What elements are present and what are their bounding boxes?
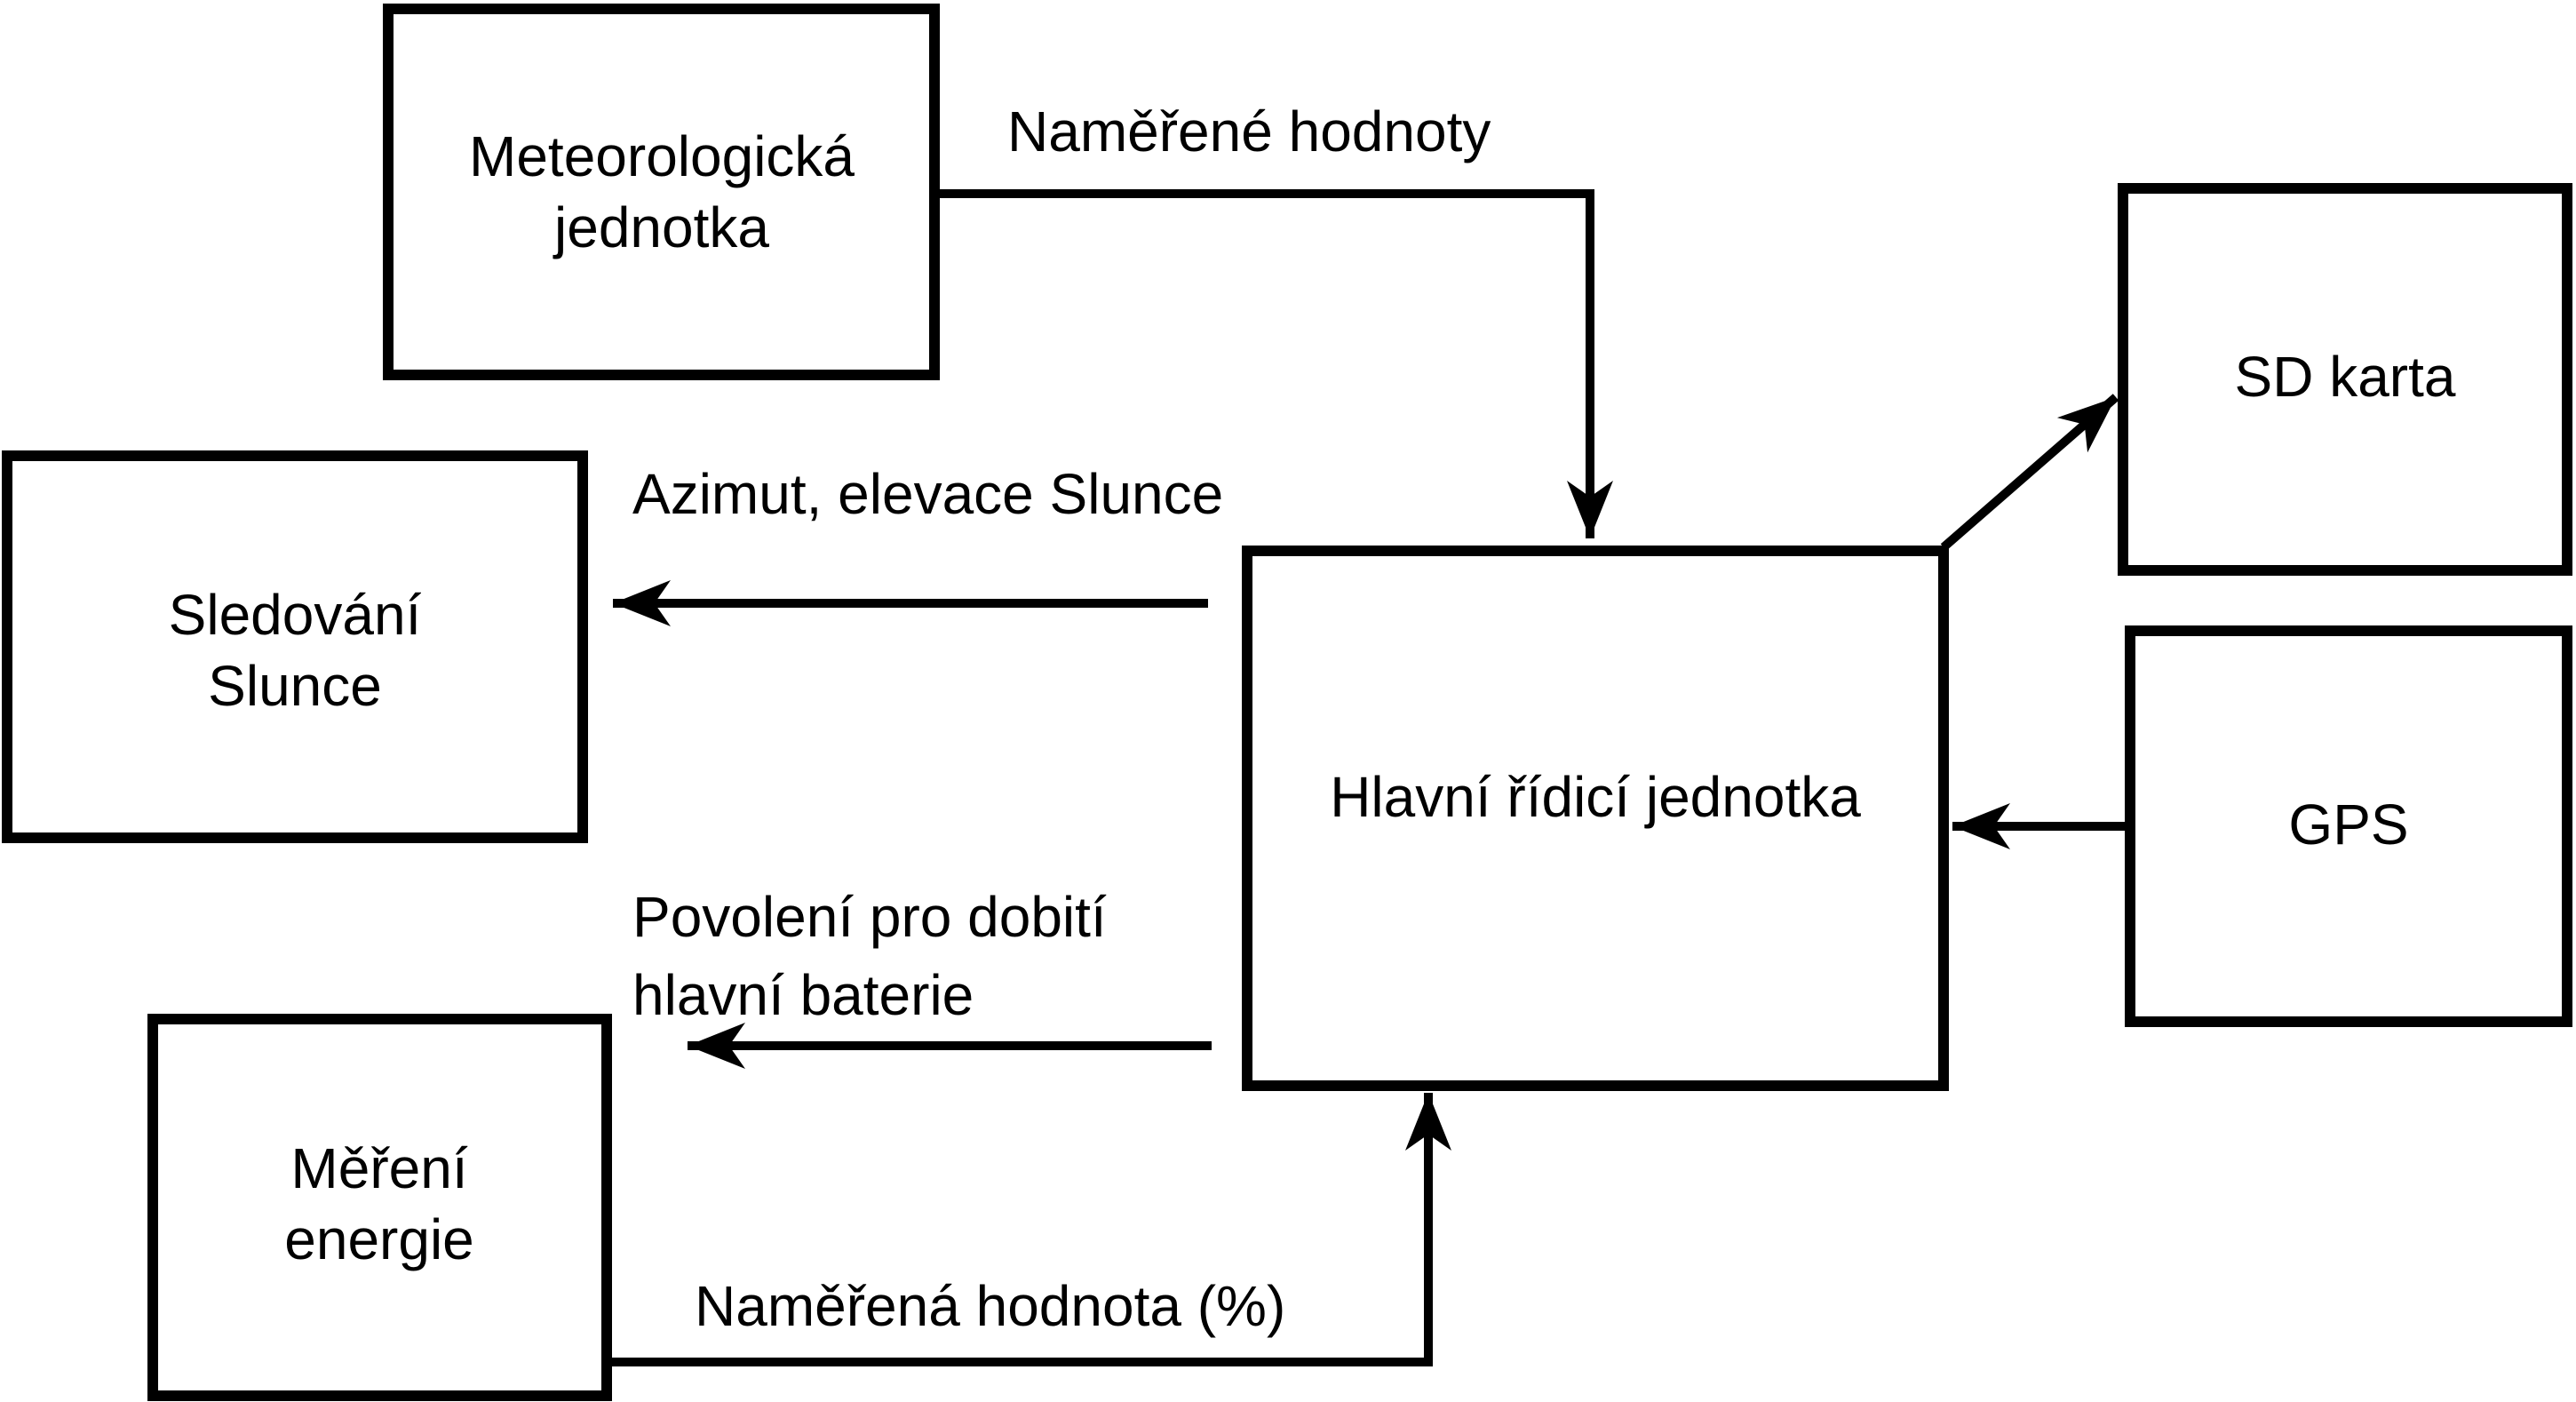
edge-label-povoleni-line2: hlavní baterie (632, 963, 974, 1027)
edge-mereni-to-hlavni (607, 1093, 1451, 1366)
mereni-box (147, 1014, 612, 1401)
edge-label-namerena-hodnota: Naměřená hodnota (%) (695, 1274, 1285, 1338)
gps-box (2125, 625, 2572, 1027)
edge-meteo-to-hlavni (934, 189, 1613, 538)
mereni-label-line2: energie (284, 1207, 474, 1271)
edge-label-azimut: Azimut, elevace Slunce (632, 462, 1223, 526)
sledovani-label-line2: Slunce (208, 654, 382, 718)
sledovani-label-line1: Sledování (169, 583, 422, 647)
hlavni-label: Hlavní řídicí jednotka (1330, 765, 1861, 829)
sd-label: SD karta (2235, 345, 2456, 409)
edge-label-merene-hodnoty: Naměřené hodnoty (1007, 100, 1491, 163)
sd-box (2118, 183, 2572, 576)
gps-label: GPS (2288, 793, 2408, 856)
meteo-label-line2: jednotka (553, 195, 769, 259)
meteo-label-line1: Meteorologická (469, 124, 855, 188)
mereni-label-line1: Měření (290, 1136, 467, 1200)
edge-hlavni-to-sd (1940, 394, 2119, 551)
hlavni-box (1242, 546, 1949, 1091)
sledovani-box (2, 450, 588, 843)
meteo-box (383, 4, 940, 380)
edge-label-povoleni-line1: Povolení pro dobití (632, 885, 1107, 949)
